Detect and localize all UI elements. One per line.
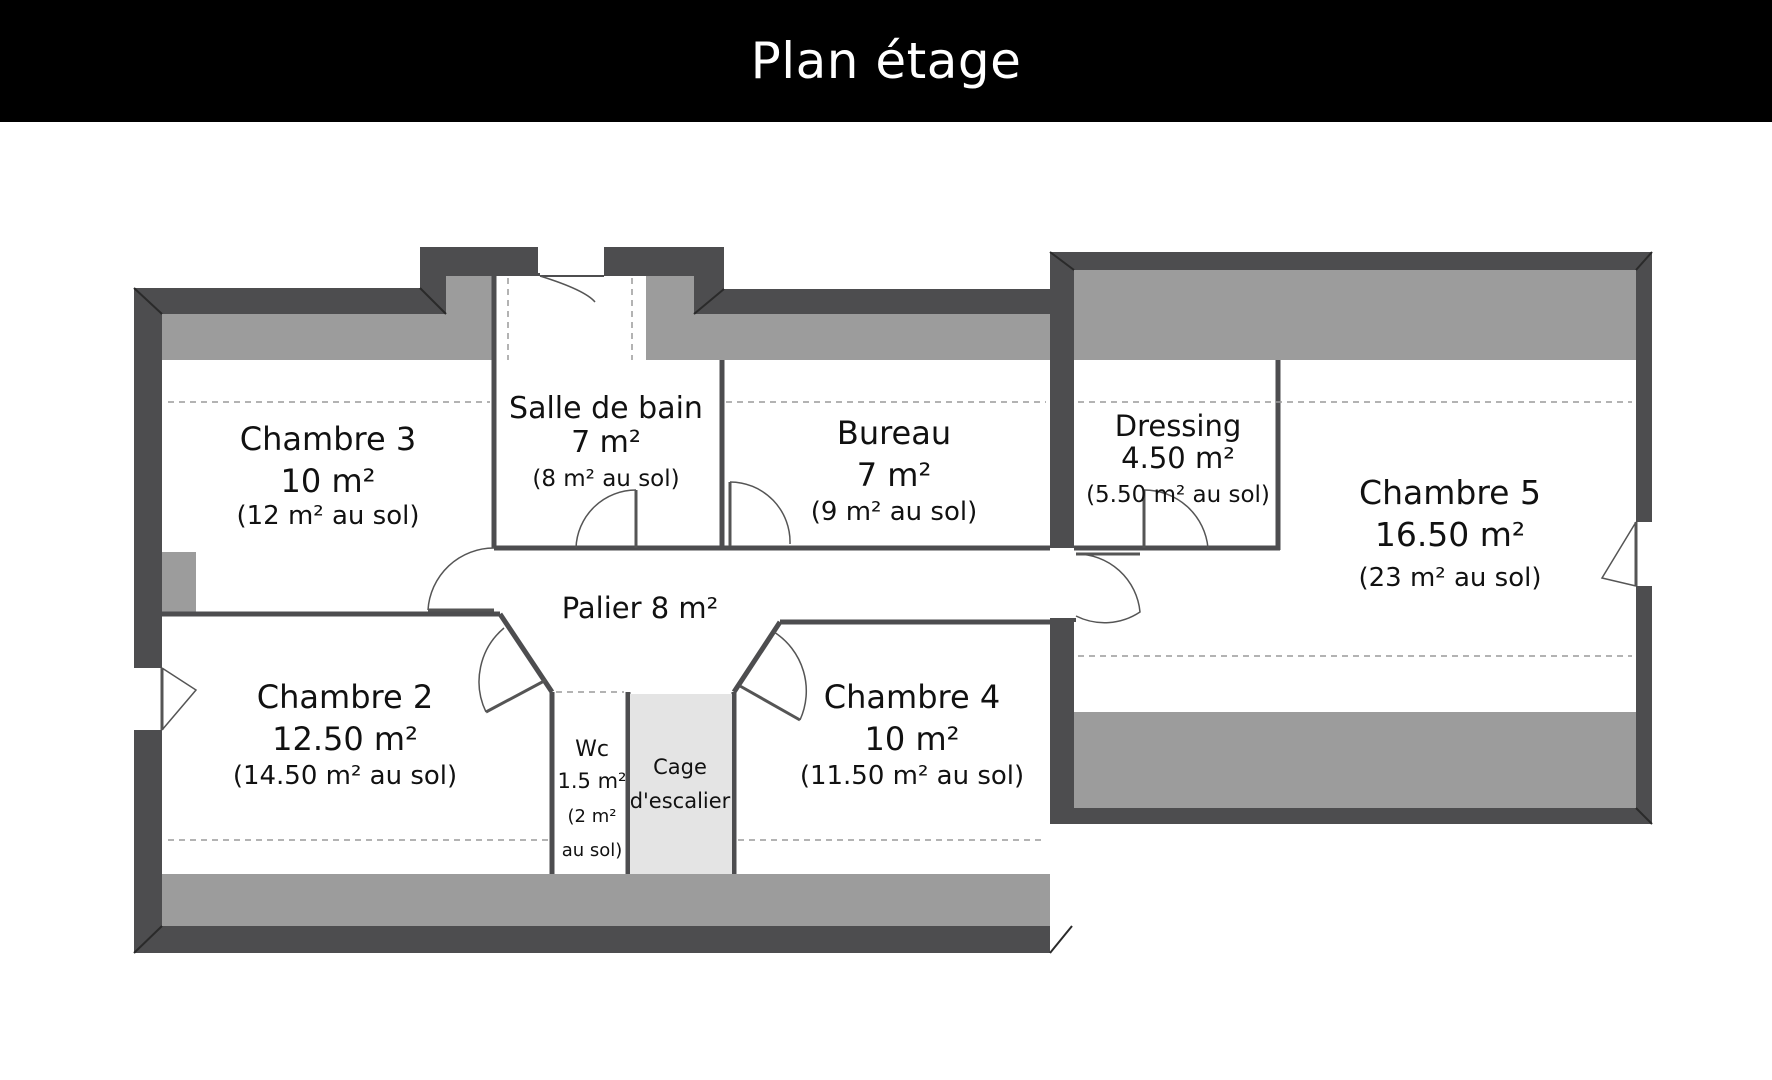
- right-corner-lines: [1049, 251, 1653, 825]
- palier-to-chambre5-opening: [1050, 548, 1076, 618]
- room-floor-area-line1: (2 m²: [568, 806, 617, 827]
- room-area: 12.50 m²: [272, 720, 418, 758]
- room-name: Salle de bain: [509, 391, 703, 426]
- roof-zone-right-bottom: [1074, 712, 1636, 808]
- room-name: Wc: [575, 737, 609, 762]
- door-swings: [427, 481, 1209, 722]
- room-area: 10 m²: [865, 720, 960, 758]
- left-wing-interior: [162, 276, 1050, 926]
- roof-zone-bottom: [162, 874, 1050, 926]
- room-area: 7 m²: [571, 425, 641, 460]
- window-bathroom: [540, 244, 604, 276]
- room-floor-area: (9 m² au sol): [811, 497, 977, 527]
- room-floor-area: (11.50 m² au sol): [800, 761, 1024, 791]
- room-name: Bureau: [837, 414, 951, 452]
- room-name: Chambre 2: [257, 678, 433, 716]
- room-area: 16.50 m²: [1375, 515, 1525, 554]
- room-floor-area: (14.50 m² au sol): [233, 761, 457, 791]
- roof-zone-top-right: [646, 276, 1050, 360]
- roof-zone-left-notch: [162, 552, 196, 612]
- room-floor-area: (8 m² au sol): [532, 466, 679, 492]
- room-floor-area: (12 m² au sol): [236, 501, 419, 531]
- ceiling-height-lines: [168, 278, 1632, 841]
- room-floor-area: (23 m² au sol): [1358, 563, 1541, 593]
- room-name-line2: d'escalier: [630, 789, 731, 813]
- room-name: Chambre 4: [824, 678, 1000, 716]
- staircase: [630, 694, 732, 874]
- room-floor-area: (5.50 m² au sol): [1086, 482, 1270, 508]
- title-bar: Plan étage: [0, 0, 1772, 122]
- room-wc: Wc 1.5 m² (2 m² au sol): [558, 737, 627, 861]
- roof-zone-top-left: [162, 276, 494, 360]
- room-area: 10 m²: [281, 462, 376, 500]
- interior-walls: [162, 276, 1281, 874]
- room-dressing: Dressing 4.50 m² (5.50 m² au sol): [1086, 409, 1270, 508]
- roof-zone-right-top: [1074, 270, 1636, 360]
- room-area: 7 m²: [857, 456, 932, 494]
- room-name: Palier 8 m²: [562, 591, 719, 625]
- room-chambre-4: Chambre 4 10 m² (11.50 m² au sol): [800, 678, 1024, 791]
- room-area: 4.50 m²: [1121, 441, 1235, 475]
- room-floor-area-line2: au sol): [562, 840, 623, 861]
- room-chambre-5: Chambre 5 16.50 m² (23 m² au sol): [1358, 473, 1541, 593]
- room-cage-escalier: Cage d'escalier: [630, 755, 731, 813]
- room-name: Dressing: [1115, 409, 1242, 443]
- side-windows: [134, 521, 1652, 731]
- room-chambre-2: Chambre 2 12.50 m² (14.50 m² au sol): [233, 678, 457, 791]
- room-name: Chambre 3: [240, 420, 416, 458]
- room-bureau: Bureau 7 m² (9 m² au sol): [811, 414, 977, 527]
- room-area: 1.5 m²: [558, 769, 627, 793]
- room-salle-de-bain: Salle de bain 7 m² (8 m² au sol): [509, 391, 703, 492]
- page-title: Plan étage: [750, 32, 1022, 90]
- room-name-line1: Cage: [653, 755, 707, 779]
- room-name: Chambre 5: [1359, 473, 1541, 512]
- room-palier: Palier 8 m²: [562, 591, 719, 625]
- wall-corner-lines: [133, 287, 1073, 954]
- room-chambre-3: Chambre 3 10 m² (12 m² au sol): [236, 420, 419, 531]
